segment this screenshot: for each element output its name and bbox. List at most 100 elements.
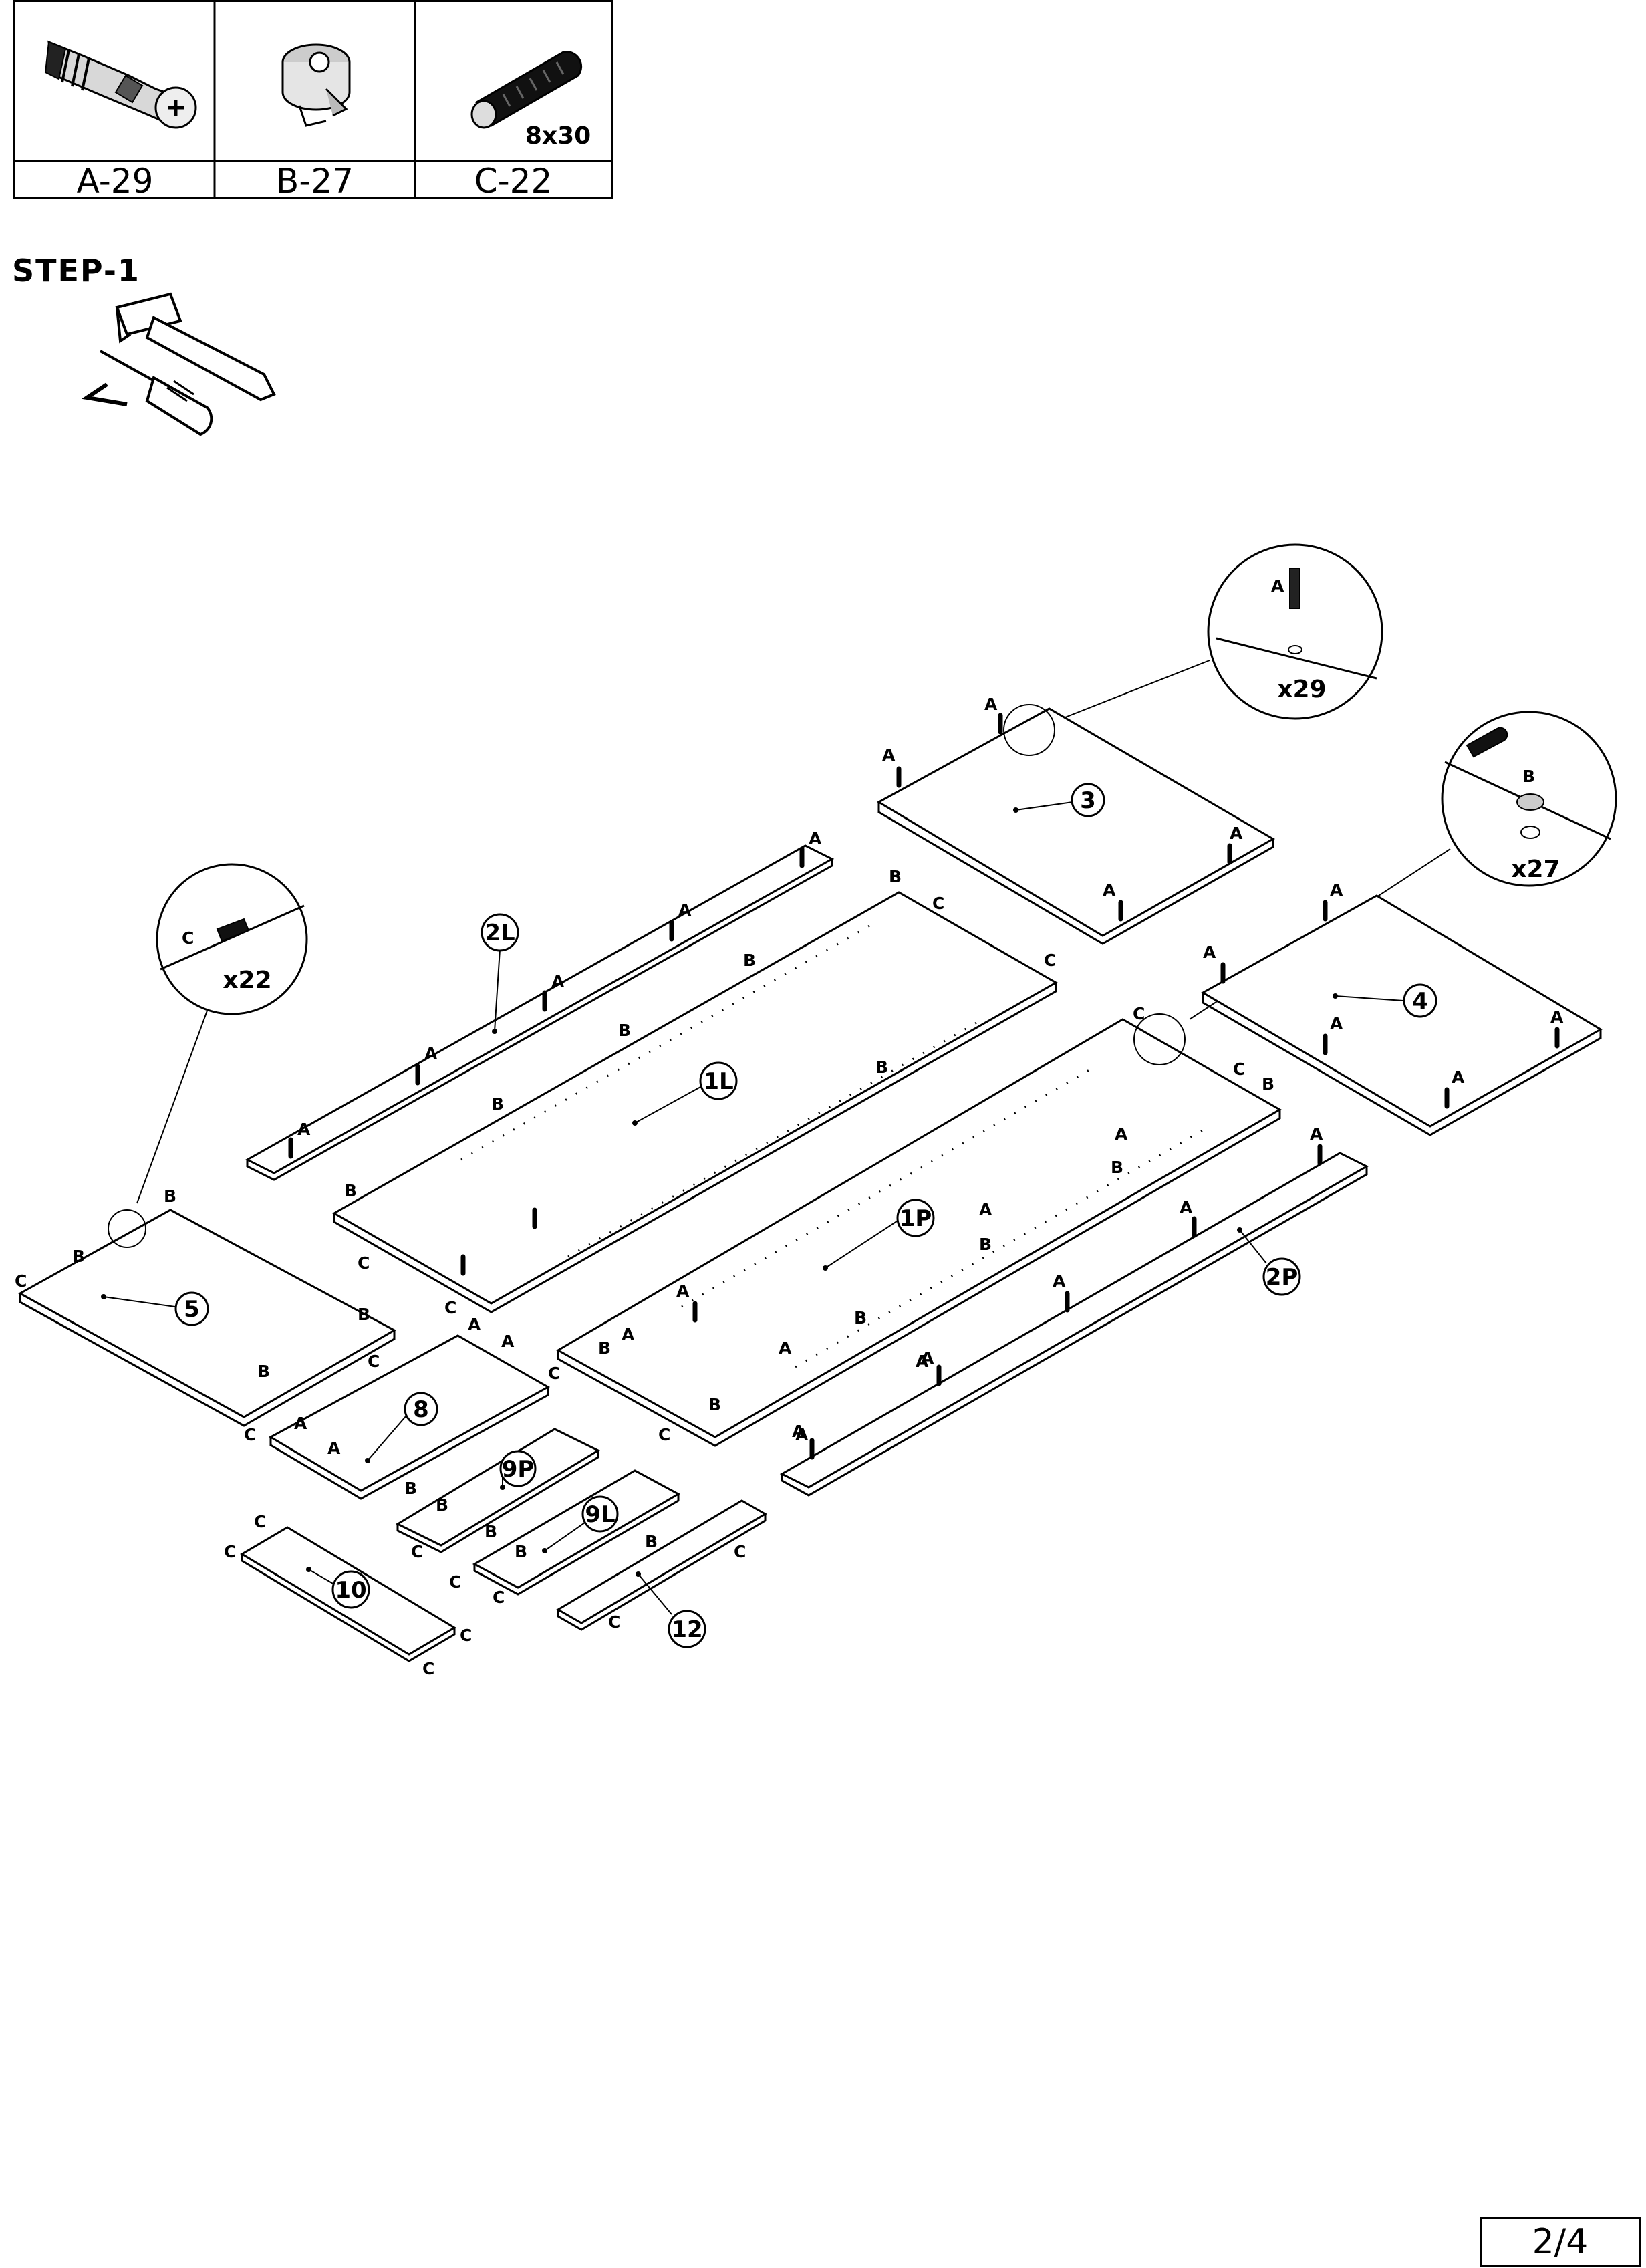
cam-bolt-icon bbox=[44, 40, 197, 129]
callout-b-qty: x27 bbox=[1511, 856, 1560, 883]
hardware-marker-letter: B bbox=[515, 1542, 527, 1561]
dowel-size-label: 8x30 bbox=[525, 122, 591, 150]
hardware-marker-letter: A bbox=[1550, 1007, 1564, 1027]
hardware-marker-letter: C bbox=[608, 1612, 620, 1632]
page-number: 2/4 bbox=[1480, 2217, 1641, 2267]
panel-5: 5 bbox=[17, 1209, 397, 1427]
hardware-marker-letter: B bbox=[743, 951, 756, 970]
callout-cam-bolt: A x29 bbox=[1027, 543, 1383, 733]
hardware-marker-letter: A bbox=[551, 972, 565, 991]
panel-1p-label: 1P bbox=[900, 1205, 932, 1232]
hardware-marker-letter: A bbox=[1115, 1124, 1128, 1144]
hardware-marker-letter: A bbox=[327, 1438, 341, 1458]
hardware-marker-letter: B bbox=[164, 1186, 176, 1206]
panel-5-label: 5 bbox=[184, 1296, 200, 1323]
panel-2l: 2L bbox=[245, 844, 835, 1181]
hardware-marker-letter: A bbox=[424, 1044, 438, 1063]
hardware-marker-letter: B bbox=[618, 1021, 631, 1040]
hardware-table: 8x30 A-29 B-27 C-22 bbox=[13, 0, 613, 199]
hardware-marker-letter: A bbox=[294, 1414, 307, 1433]
hardware-marker-letter: A bbox=[882, 745, 896, 765]
hardware-marker-letter: C bbox=[1044, 951, 1056, 970]
panel-9p: 9P bbox=[395, 1428, 601, 1553]
step-title: STEP-1 bbox=[12, 253, 140, 289]
panel-2l-label: 2L bbox=[485, 920, 515, 947]
hardware-marker-letter: C bbox=[422, 1659, 434, 1678]
panel-3: 3 bbox=[876, 704, 1276, 945]
hardware-marker-letter: B bbox=[889, 867, 902, 886]
hardware-code-c: C-22 bbox=[474, 162, 553, 197]
callout-a-qty: x29 bbox=[1277, 676, 1326, 703]
hardware-marker-letter: A bbox=[1310, 1124, 1323, 1144]
panel-9l-label: 9L bbox=[585, 1501, 615, 1528]
hardware-marker-letter: A bbox=[792, 1422, 805, 1441]
hardware-marker-letter: A bbox=[1053, 1271, 1066, 1291]
hardware-marker-letter: B bbox=[1262, 1074, 1274, 1094]
callout-b-letter: B bbox=[1522, 767, 1535, 786]
hardware-marker-letter: B bbox=[708, 1395, 721, 1414]
callout-dowel: C x22 bbox=[136, 863, 308, 1204]
hardware-marker-letter: C bbox=[658, 1425, 670, 1444]
hardware-marker-letter: C bbox=[244, 1425, 256, 1444]
hardware-marker-letter: C bbox=[444, 1298, 456, 1317]
hardware-marker-letter: C bbox=[460, 1626, 472, 1645]
hardware-marker-letter: A bbox=[1230, 824, 1243, 843]
wooden-dowel-icon bbox=[470, 51, 583, 129]
hardware-marker-letter: A bbox=[809, 829, 822, 848]
hardware-marker-letter: C bbox=[449, 1572, 461, 1592]
hardware-marker-letter: C bbox=[254, 1512, 266, 1531]
hardware-marker-letter: A bbox=[297, 1120, 311, 1139]
panel-10: 10 bbox=[240, 1526, 456, 1662]
hardware-marker-letter: A bbox=[979, 1200, 992, 1219]
panel-4: 4 bbox=[1200, 894, 1603, 1136]
hardware-markers: A A A A A A A A A A A A A A B B B B B B … bbox=[15, 695, 1564, 1678]
panel-10-label: 10 bbox=[335, 1577, 366, 1604]
screwdriver-icon bbox=[100, 350, 213, 436]
hardware-marker-letter: C bbox=[224, 1542, 236, 1561]
callout-c-letter: C bbox=[182, 928, 194, 948]
hardware-code-b: B-27 bbox=[276, 162, 354, 197]
panel-9l: 9L bbox=[472, 1469, 681, 1596]
panel-9p-label: 9P bbox=[502, 1456, 535, 1483]
hardware-marker-letter: A bbox=[1103, 880, 1116, 900]
hardware-table-grid: 8x30 A-29 B-27 C-22 bbox=[15, 2, 611, 197]
hammer-icon bbox=[115, 292, 276, 402]
hardware-marker-letter: A bbox=[501, 1332, 515, 1351]
hardware-marker-letter: B bbox=[485, 1522, 497, 1541]
hardware-code-a: A-29 bbox=[77, 162, 154, 197]
hardware-marker-letter: A bbox=[1330, 1014, 1343, 1033]
hardware-marker-letter: C bbox=[932, 894, 944, 913]
hardware-marker-letter: B bbox=[404, 1479, 417, 1498]
hardware-marker-letter: C bbox=[493, 1588, 505, 1607]
hardware-marker-letter: B bbox=[598, 1338, 611, 1358]
hardware-marker-letter: B bbox=[979, 1235, 992, 1254]
hardware-marker-letter: B bbox=[358, 1305, 370, 1324]
panel-2p-label: 2P bbox=[1266, 1264, 1298, 1291]
hardware-marker-letter: B bbox=[645, 1532, 658, 1551]
panel-1l-label: 1L bbox=[703, 1068, 733, 1095]
hardware-marker-letter: C bbox=[368, 1352, 380, 1371]
hardware-marker-letter: B bbox=[436, 1495, 448, 1515]
hardware-marker-letter: A bbox=[921, 1348, 934, 1368]
hardware-marker-letter: B bbox=[344, 1181, 357, 1201]
panel-2p: 2P bbox=[779, 1152, 1369, 1497]
hardware-marker-letter: C bbox=[1133, 1004, 1145, 1023]
hardware-marker-letter: C bbox=[1233, 1059, 1245, 1079]
hardware-marker-letter: A bbox=[1203, 942, 1216, 962]
cam-lock-nut-icon bbox=[281, 43, 351, 127]
callout-c-qty: x22 bbox=[223, 967, 271, 994]
callout-cam-lock: B x27 bbox=[1189, 711, 1617, 1020]
hardware-marker-letter: B bbox=[875, 1057, 888, 1077]
hardware-marker-letter: C bbox=[548, 1364, 560, 1383]
hardware-marker-letter: A bbox=[676, 1281, 690, 1301]
hardware-marker-letter: B bbox=[72, 1247, 85, 1266]
hardware-marker-letter: B bbox=[257, 1362, 270, 1381]
hardware-marker-letter: C bbox=[15, 1271, 27, 1291]
hardware-marker-letter: C bbox=[411, 1542, 423, 1561]
hardware-marker-letter: C bbox=[734, 1542, 746, 1561]
panel-12-label: 12 bbox=[671, 1616, 702, 1643]
hardware-marker-letter: B bbox=[1111, 1158, 1123, 1177]
hardware-marker-letter: A bbox=[795, 1425, 809, 1444]
hardware-marker-letter: A bbox=[1180, 1198, 1193, 1217]
hardware-marker-letter: A bbox=[468, 1315, 481, 1334]
